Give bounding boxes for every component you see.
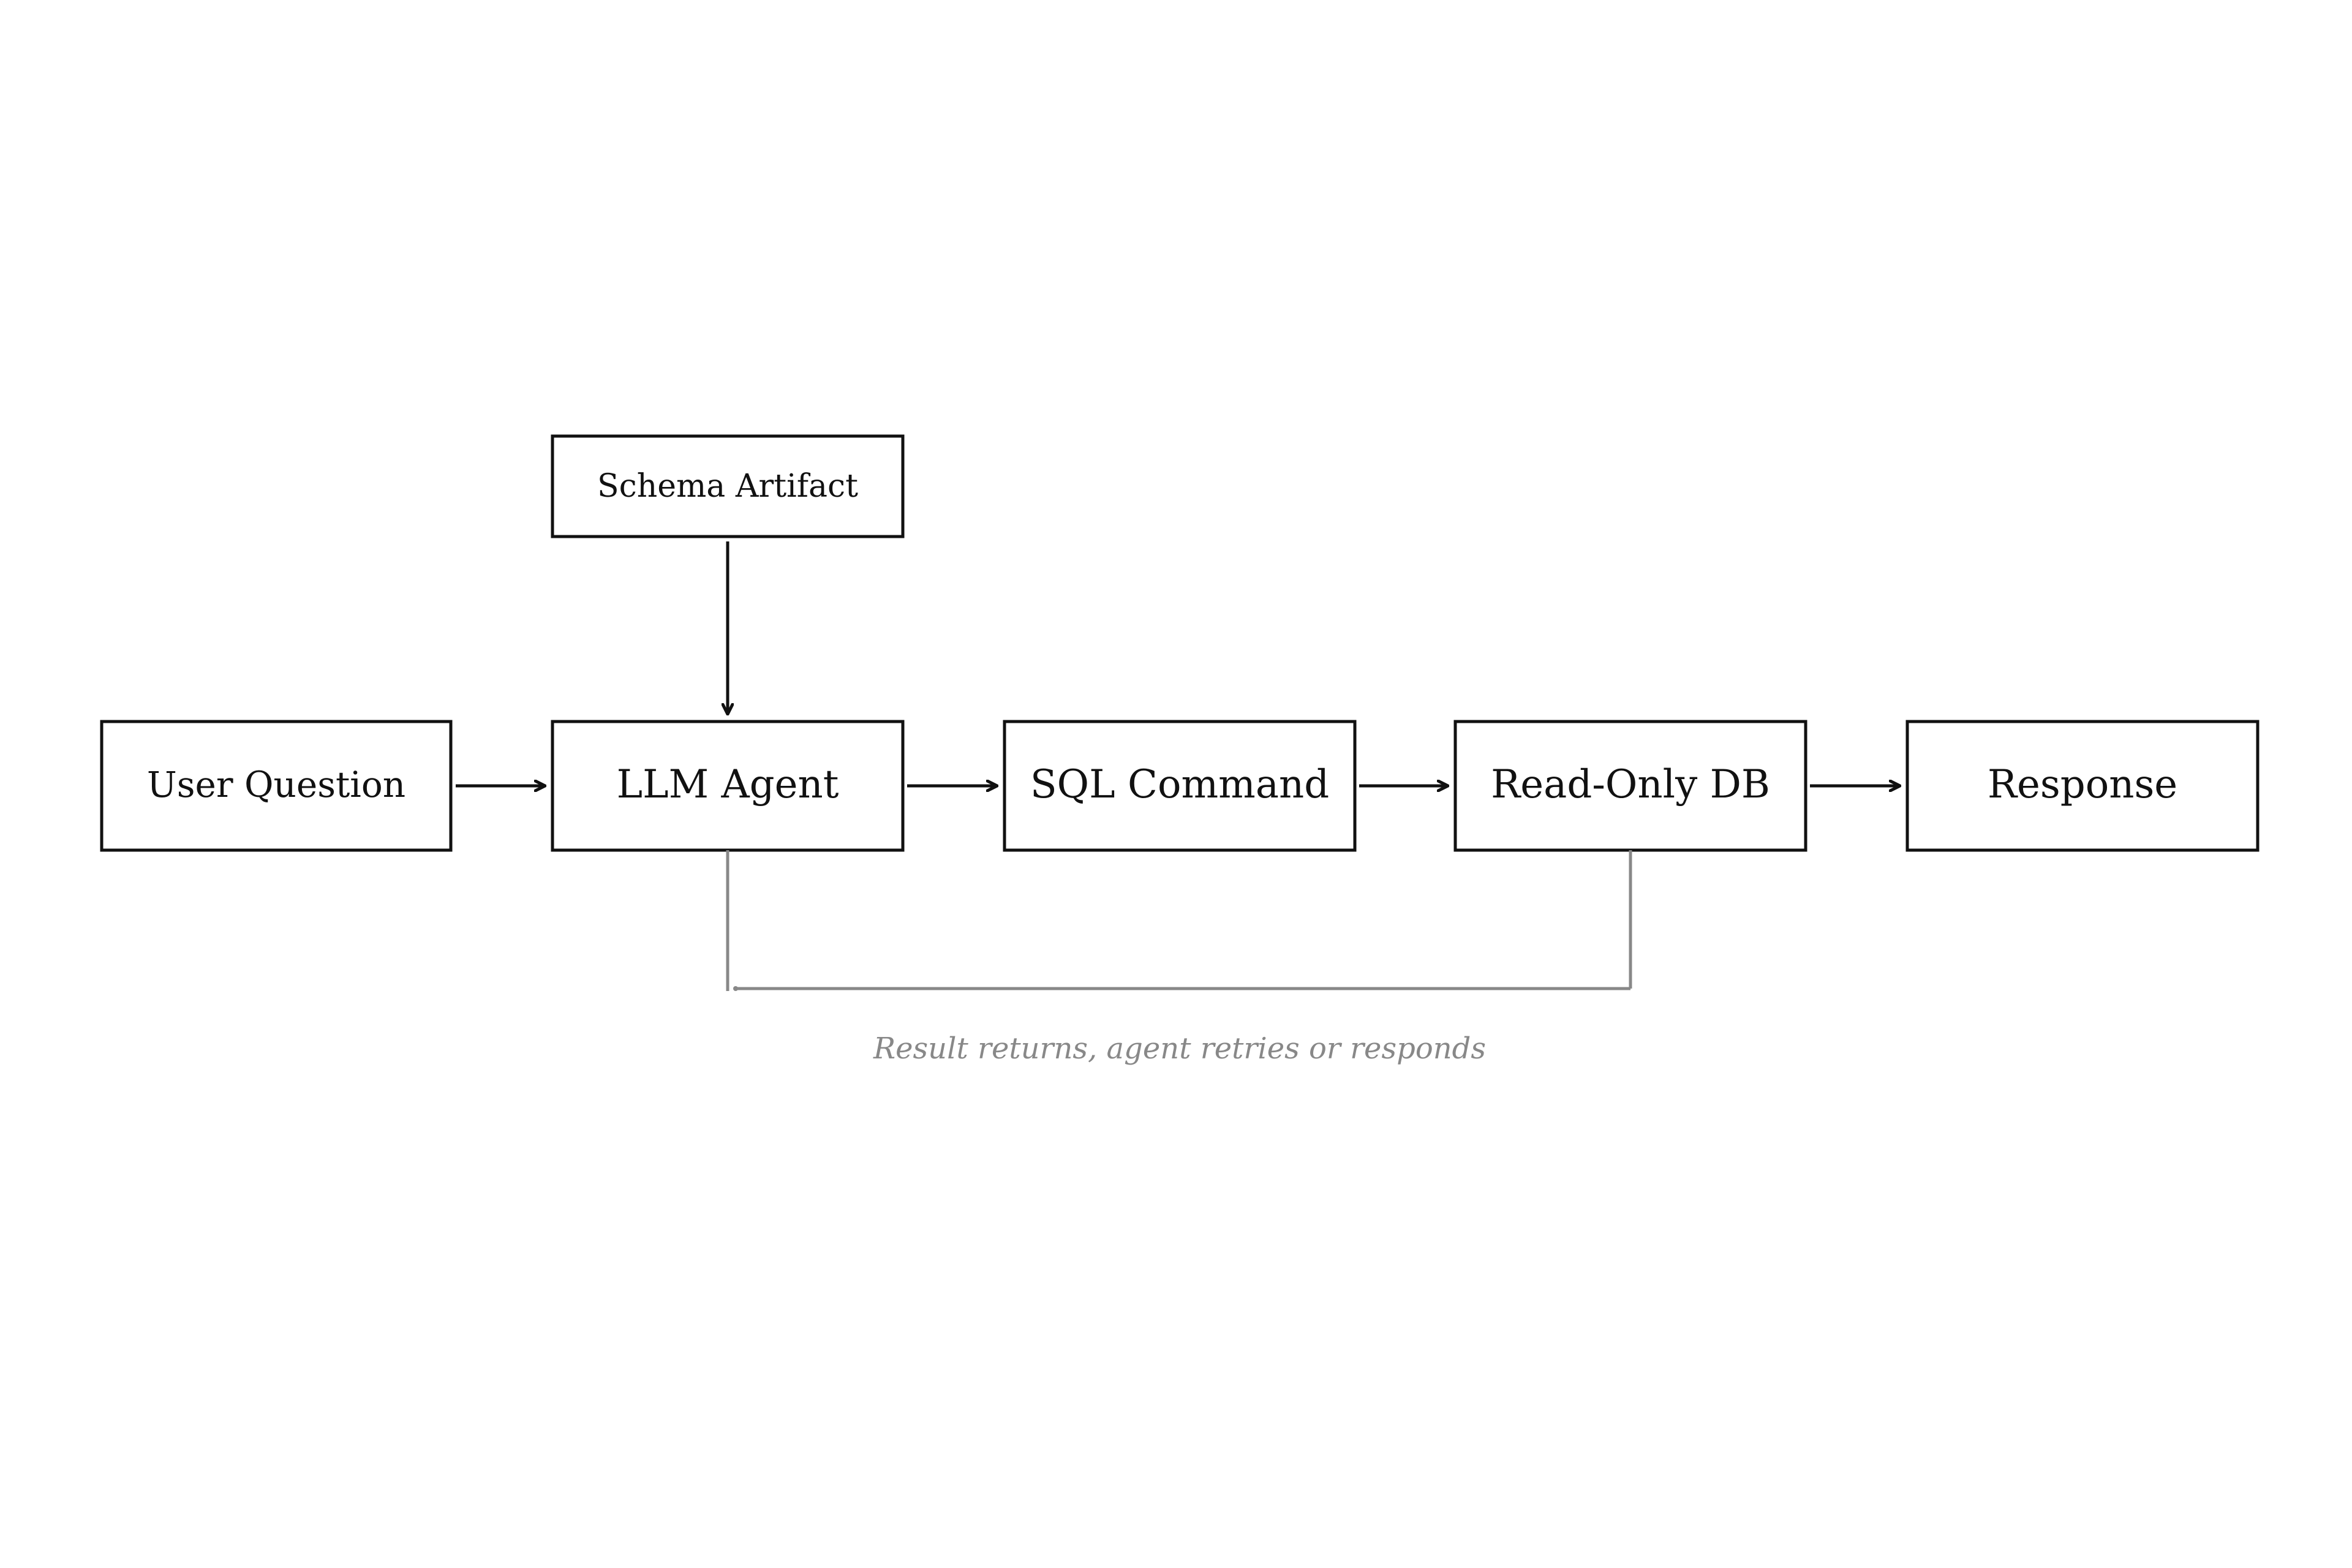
- node-user-question-label: User Question: [147, 764, 405, 805]
- node-read-only-db: Read-Only DB: [1453, 720, 1807, 852]
- node-user-question: User Question: [100, 720, 453, 852]
- node-response-label: Response: [1988, 762, 2177, 807]
- node-read-only-db-label: Read-Only DB: [1491, 762, 1770, 807]
- feedback-note: Result returns, agent retries or respond…: [873, 1031, 1486, 1066]
- node-sql-command: SQL Command: [1003, 720, 1357, 852]
- node-response: Response: [1905, 720, 2260, 852]
- node-llm-agent-label: LLM Agent: [617, 762, 839, 807]
- node-schema-artifact-label: Schema Artifact: [597, 468, 858, 505]
- node-schema-artifact: Schema Artifact: [551, 434, 905, 538]
- node-llm-agent: LLM Agent: [551, 720, 905, 852]
- node-sql-command-label: SQL Command: [1030, 762, 1329, 807]
- feedback-loop: [726, 850, 1632, 991]
